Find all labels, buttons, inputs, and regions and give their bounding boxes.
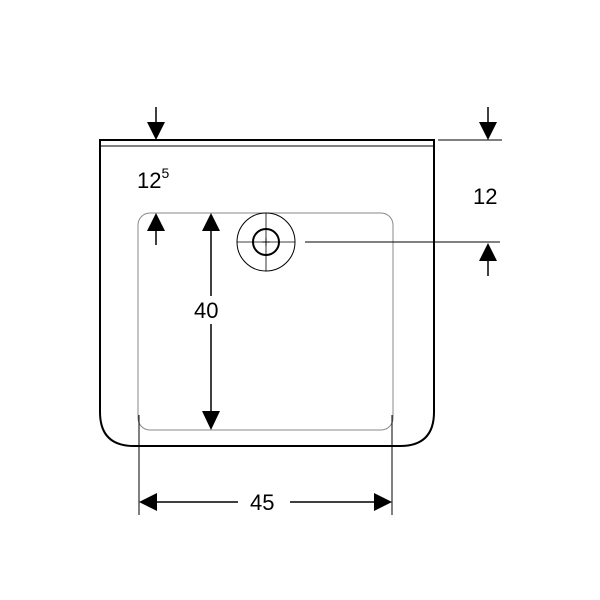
tap-hole-symbol [236, 212, 296, 272]
dimension-drain-offset-arrows [479, 107, 497, 276]
dimension-width-label: 45 [250, 490, 274, 515]
basin-outer-outline [99, 139, 435, 447]
dimension-depth-label: 40 [194, 298, 218, 323]
dimension-drain-offset-label: 12 [473, 184, 497, 209]
dimension-width-line [138, 415, 393, 515]
dimension-top-offset-arrows [147, 107, 165, 245]
dimension-top-offset-label: 125 [137, 165, 169, 193]
